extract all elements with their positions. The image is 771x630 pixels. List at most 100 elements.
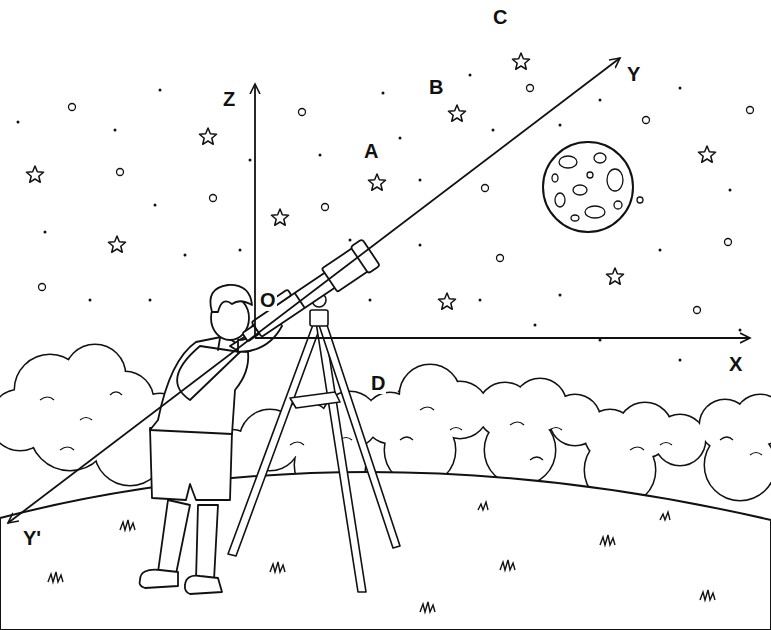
moon-part-part bbox=[587, 172, 593, 178]
ground-part-part bbox=[700, 590, 715, 600]
bushes-part-part bbox=[40, 392, 122, 450]
sky-dots-part bbox=[527, 85, 534, 92]
tiny-dots-part bbox=[349, 239, 352, 242]
sky-stars-part bbox=[438, 293, 455, 309]
tiny-dots-part bbox=[114, 129, 117, 132]
tiny-dots-part bbox=[739, 329, 742, 332]
sky-stars bbox=[26, 53, 715, 401]
sky-dots-part bbox=[210, 195, 217, 202]
tiny-dots-part bbox=[154, 204, 157, 207]
origin-label: O bbox=[259, 289, 277, 311]
axis-label: Y' bbox=[22, 527, 42, 549]
tiny-dots-part bbox=[249, 159, 252, 162]
bushes-part-part bbox=[630, 437, 762, 455]
bushes-part-part bbox=[485, 415, 555, 485]
star-label: B bbox=[428, 76, 444, 98]
tiny-dots-part bbox=[419, 244, 422, 247]
sky-dots-part bbox=[69, 104, 76, 111]
moon-part-part bbox=[585, 206, 605, 218]
tiny-dots-part bbox=[319, 154, 322, 157]
sky-dots-part bbox=[299, 109, 306, 116]
axis-label: X bbox=[728, 353, 743, 375]
ground-part-part bbox=[120, 520, 135, 530]
bushes-part-part bbox=[510, 422, 562, 460]
bushes-part bbox=[40, 392, 762, 460]
sky-dots-part bbox=[694, 307, 701, 314]
bushes-part-part bbox=[705, 430, 771, 500]
star-label: A bbox=[363, 140, 379, 162]
ground-part bbox=[48, 502, 715, 612]
tiny-dots-part bbox=[159, 89, 162, 92]
coordinate-axes-part bbox=[8, 58, 620, 523]
moon-part-part bbox=[607, 169, 623, 191]
sky-dots-part bbox=[747, 107, 754, 114]
tiny-dots-part bbox=[469, 74, 472, 77]
bushes-part-part bbox=[655, 415, 705, 465]
coordinate-axes bbox=[8, 58, 750, 523]
star-label: D bbox=[370, 372, 386, 394]
tiny-dots-part bbox=[419, 179, 422, 182]
coordinate-axes-part bbox=[254, 84, 256, 338]
boy-part bbox=[210, 285, 252, 312]
tiny-dots-part bbox=[599, 99, 602, 102]
axis-label: Y bbox=[626, 63, 641, 85]
sky-dots-part bbox=[497, 255, 504, 262]
ground-part-part bbox=[478, 502, 488, 510]
tiny-dots-part bbox=[679, 87, 682, 90]
ground-part-part bbox=[660, 512, 670, 520]
ground-part-part bbox=[270, 562, 285, 572]
sky-dots-part bbox=[725, 239, 732, 246]
bushes-part-part bbox=[655, 415, 705, 465]
ground-part-part bbox=[600, 535, 615, 545]
tiny-dots-part bbox=[17, 121, 20, 124]
tiny-dots-part bbox=[599, 339, 602, 342]
sky-dots-part bbox=[39, 284, 46, 291]
sky-stars-part bbox=[448, 105, 465, 121]
boy-part bbox=[150, 428, 232, 500]
tripod-part bbox=[318, 322, 400, 548]
axis-label: Z bbox=[222, 88, 236, 110]
sky-stars-part bbox=[271, 209, 288, 225]
sky-dots-part bbox=[117, 169, 124, 176]
boy-part bbox=[140, 570, 178, 588]
moon-part-part bbox=[552, 174, 558, 182]
sky-dots-part bbox=[637, 197, 643, 203]
moon-part-part bbox=[573, 185, 587, 195]
sky-stars-part bbox=[26, 166, 43, 182]
moon-part-part bbox=[559, 156, 577, 168]
sky-dots bbox=[39, 85, 754, 314]
ground-part-part bbox=[420, 602, 435, 612]
moon-part bbox=[552, 153, 623, 221]
sky-stars-part bbox=[606, 268, 623, 284]
ground-part-part bbox=[48, 572, 63, 582]
tiny-dots-part bbox=[729, 189, 732, 192]
boy-part bbox=[218, 338, 220, 350]
boy-part bbox=[158, 500, 190, 574]
moon-part bbox=[543, 142, 633, 232]
sky-dots-part bbox=[643, 117, 650, 124]
moon-part-part bbox=[594, 153, 606, 163]
boy-part bbox=[196, 505, 218, 580]
tripod-part bbox=[290, 392, 340, 408]
boy-part bbox=[185, 576, 222, 594]
tripod-part bbox=[316, 322, 366, 592]
tiny-dots-part bbox=[382, 92, 385, 95]
tiny-dots-part bbox=[492, 129, 495, 132]
tiny-dots-part bbox=[679, 359, 682, 362]
tiny-dots-part bbox=[659, 249, 662, 252]
tiny-dots-part bbox=[184, 254, 187, 257]
star-label: C bbox=[492, 6, 508, 28]
sky-dots-part bbox=[482, 185, 489, 192]
ground-part-part bbox=[500, 560, 515, 570]
tiny-dots-part bbox=[479, 299, 482, 302]
ground bbox=[0, 472, 771, 630]
tripod-part bbox=[310, 310, 328, 326]
moon-part-part bbox=[555, 193, 565, 207]
ground-part bbox=[0, 472, 771, 630]
tiny-dots-part bbox=[559, 294, 562, 297]
coordinate-axes-part bbox=[255, 337, 750, 339]
moon-part-part bbox=[614, 201, 622, 209]
